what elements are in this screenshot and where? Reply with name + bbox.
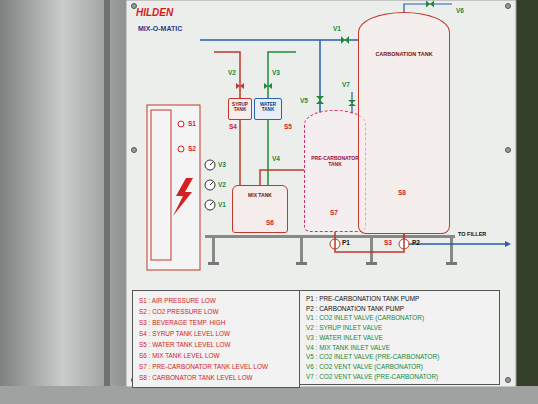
valve-symbol [236, 83, 244, 89]
valve-symbol [264, 83, 272, 89]
diagram-plate [126, 0, 516, 387]
legend-line: S3 : BEVERAGE TEMP. HIGH [139, 317, 293, 328]
pipe-connector [260, 170, 304, 185]
callout-number: P1 [342, 240, 350, 247]
platform-leg [300, 238, 303, 262]
leg-foot [296, 262, 307, 265]
callout-number: P2 [412, 240, 420, 247]
leg-foot [366, 262, 377, 265]
legend-line: S5 : WATER TANK LEVEL LOW [139, 339, 293, 350]
legend-line: P2 : CARBONATION TANK PUMP [306, 304, 493, 314]
foliage [516, 0, 538, 404]
valve-symbol [348, 100, 356, 106]
steel-frame-edge [104, 0, 110, 404]
legend-line: V6 : CO2 VENT VALVE (CARBONATOR) [306, 362, 493, 372]
screw [506, 4, 511, 9]
leg-foot [208, 262, 219, 265]
valve-symbol [341, 36, 349, 44]
tank-label: CARBONATION TANK [363, 51, 445, 58]
callout-number: V6 [456, 8, 464, 15]
legend-line: V4 : MIX TANK INLET VALVE [306, 343, 493, 353]
steel-frame [0, 0, 126, 404]
legend-line: V7 : CO2 VENT VALVE (PRE-CARBONATOR) [306, 372, 493, 382]
tank-label: WATER TANK [256, 102, 280, 113]
callout-number: V2 [218, 182, 226, 189]
callout-number: S4 [229, 124, 237, 131]
control-panel [147, 105, 200, 270]
screw [506, 378, 511, 383]
callout-number: V4 [272, 156, 280, 163]
legend-line: P1 : PRE-CARBONATION TANK PUMP [306, 294, 493, 304]
callout-number: S5 [284, 124, 292, 131]
callout-number: S3 [384, 240, 392, 247]
callout-number: V3 [218, 162, 226, 169]
alarm-list-box: S1 : AIR PRESSURE LOWS2 : CO2 PRESSURE L… [132, 290, 300, 388]
legend-line: S6 : MIX TANK LEVEL LOW [139, 350, 293, 361]
callout-number: V2 [228, 70, 236, 77]
tank-label: PRE-CARBONATOR TANK [308, 155, 362, 167]
platform-leg [370, 238, 373, 262]
leg-foot [446, 262, 457, 265]
legend-line: V3 : WATER INLET VALVE [306, 333, 493, 343]
pump-valve-list-box: P1 : PRE-CARBONATION TANK PUMPP2 : CARBO… [299, 290, 500, 385]
legend-line: V5 : CO2 INLET VALVE (PRE-CARBONATOR) [306, 352, 493, 362]
syrup-pipe [214, 52, 240, 98]
steel-bottom [0, 386, 538, 404]
callout-number: S1 [188, 121, 196, 128]
water-pipe [268, 52, 296, 98]
platform-leg [212, 238, 215, 262]
syrup-tank: SYRUP TANK [228, 98, 252, 120]
platform-leg [450, 238, 453, 262]
outlet-label: TO FILLER [458, 232, 486, 238]
mix-tank: MIX TANK [232, 185, 288, 233]
callout-number: V5 [300, 98, 308, 105]
diagram-title: MIX-O-MATIC [138, 25, 182, 32]
valve-symbol [316, 96, 324, 104]
lightning-symbol [173, 178, 193, 216]
callout-number: S8 [398, 190, 406, 197]
indicator-lamp [178, 121, 184, 127]
legend-line: S8 : CARBONATOR TANK LEVEL LOW [139, 372, 293, 383]
callout-number: S2 [188, 146, 196, 153]
screw [132, 4, 137, 9]
pipe-connector [335, 232, 404, 252]
legend-line: V1 : CO2 INLET VALVE (CARBONATOR) [306, 313, 493, 323]
screw [506, 148, 511, 153]
brand-logo: HILDEN [136, 8, 173, 18]
gauge-needle [210, 162, 213, 205]
callout-number: V1 [333, 26, 341, 33]
tank-label: MIX TANK [235, 192, 285, 198]
callout-number: V1 [218, 202, 226, 209]
platform [205, 235, 455, 238]
water-tank: WATER TANK [254, 98, 282, 120]
legend-line: V2 : SYRUP INLET VALVE [306, 323, 493, 333]
pipe-connector [267, 120, 269, 185]
indicator-lamp [178, 146, 184, 152]
pipe-connector [239, 120, 241, 185]
screw [132, 148, 137, 153]
legend-line: S4 : SYRUP TANK LEVEL LOW [139, 328, 293, 339]
legend-line: S7 : PRE-CARBONATOR TANK LEVEL LOW [139, 361, 293, 372]
filler-pipe [409, 243, 505, 245]
panel-door [151, 110, 171, 260]
legend-line: S1 : AIR PRESSURE LOW [139, 295, 293, 306]
valve-symbol [426, 1, 434, 8]
filler-arrow [505, 241, 511, 247]
callout-number: V3 [272, 70, 280, 77]
legend-line: S2 : CO2 PRESSURE LOW [139, 306, 293, 317]
callout-number: S6 [266, 220, 274, 227]
tank-label: SYRUP TANK [230, 102, 250, 113]
callout-number: S7 [330, 210, 338, 217]
carbonation-tank: CARBONATION TANK [358, 12, 450, 234]
callout-number: V7 [342, 82, 350, 89]
